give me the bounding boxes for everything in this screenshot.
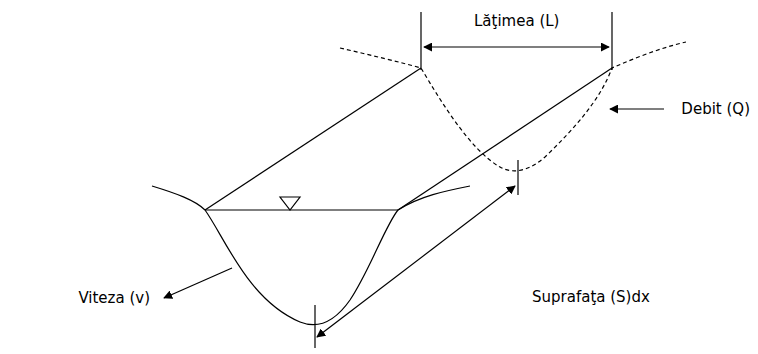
water-level-symbol bbox=[280, 197, 300, 210]
dimension-tick bbox=[420, 12, 421, 70]
far-section-outline bbox=[340, 42, 686, 171]
dimension-tick bbox=[314, 305, 315, 348]
length-dimension-arrow bbox=[317, 186, 515, 337]
width-label: Lăţimea (L) bbox=[472, 12, 561, 30]
dimension-tick bbox=[611, 12, 612, 70]
area-label: Suprafaţa (S)dx bbox=[530, 288, 652, 306]
velocity-arrow bbox=[164, 268, 232, 298]
discharge-label: Debit (Q) bbox=[679, 100, 752, 118]
width-dimension-arrow bbox=[424, 46, 609, 47]
water-surface bbox=[205, 209, 398, 210]
velocity-label: Viteza (v) bbox=[76, 289, 152, 307]
perspective-line bbox=[205, 68, 421, 210]
near-section-outline bbox=[152, 186, 470, 325]
dimension-tick bbox=[517, 160, 518, 195]
perspective-line bbox=[398, 68, 612, 210]
discharge-arrow bbox=[610, 108, 664, 109]
